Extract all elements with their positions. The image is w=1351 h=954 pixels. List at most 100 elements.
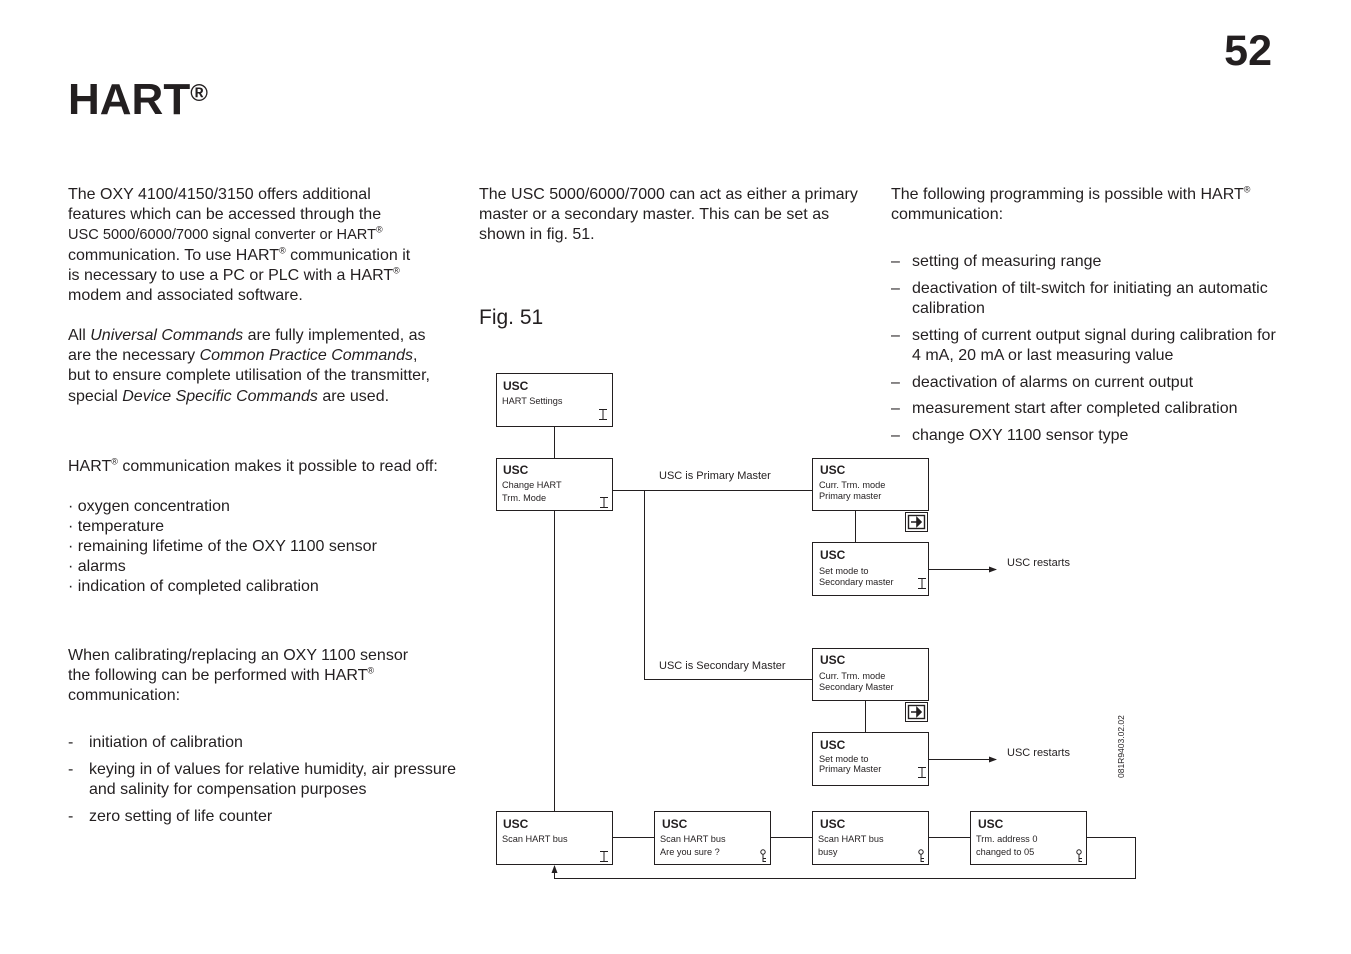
- box-scan-bus: USC Scan HART bus: [496, 811, 613, 865]
- restart-label: USC restarts: [1007, 557, 1070, 569]
- dash-mark: -: [68, 734, 74, 751]
- dash-mark: –: [891, 253, 900, 270]
- box-scan-busy: USC Scan HART bus busy: [812, 811, 929, 865]
- box-line: Primary Master: [819, 764, 881, 774]
- return-arrow: [551, 837, 1136, 879]
- box-frame: [970, 811, 1087, 865]
- box-line: Primary master: [819, 491, 881, 501]
- dash-mark: –: [891, 426, 900, 444]
- dash-mark: –: [891, 279, 900, 297]
- master-paragraph: The USC 5000/6000/7000 can act as either…: [479, 185, 879, 246]
- box-line: changed to 05: [976, 847, 1034, 857]
- dash-mark: –: [891, 400, 900, 418]
- list-item: · remaining lifetime of the OXY 1100 sen…: [68, 538, 377, 555]
- device-specific-commands: Device Specific Commands: [122, 387, 318, 405]
- readoff-text: HART: [68, 458, 112, 475]
- figure-label: Fig. 51: [479, 306, 544, 329]
- registered-mark: ®: [1243, 184, 1251, 195]
- box-scan-confirm: USC Scan HART bus Are you sure ?: [654, 811, 771, 865]
- box-line: Secondary Master: [819, 682, 894, 692]
- item-text: change OXY 1100 sensor type: [912, 426, 1129, 444]
- intro-line: The OXY 4100/4150/3150 offers additional: [68, 186, 371, 203]
- box-frame: [496, 458, 613, 511]
- box-title: USC: [820, 463, 846, 477]
- intro-paragraph: The OXY 4100/4150/3150 offers additional…: [68, 185, 468, 306]
- programming-intro: The following programming is possible wi…: [891, 185, 1291, 225]
- box-frame: [812, 648, 929, 701]
- box-line: Curr. Trm. mode: [819, 671, 885, 681]
- intro-line: modem and associated software.: [68, 287, 303, 305]
- box-line: Trm. address 0: [976, 834, 1037, 844]
- box-line: Scan HART bus: [660, 834, 726, 844]
- cursor-icon: [600, 497, 608, 508]
- page-number: 52: [1224, 27, 1272, 75]
- readoff-heading: HART® communication makes it possible to…: [68, 457, 488, 477]
- box-frame: [812, 458, 929, 511]
- box-title: USC: [978, 817, 1004, 831]
- box-frame: [812, 542, 929, 596]
- registered-mark: ®: [376, 225, 383, 236]
- list-item: -zero setting of life counter: [68, 807, 458, 827]
- dash-mark: –: [891, 326, 900, 344]
- box-line: busy: [818, 847, 838, 857]
- list-item: –deactivation of alarms on current outpu…: [891, 373, 1276, 393]
- page-title: HART®: [68, 74, 208, 126]
- intro-line: features which can be accessed through t…: [68, 206, 382, 224]
- box-set-secondary: USC Set mode to Secondary master: [812, 542, 929, 596]
- dash-mark: -: [68, 807, 74, 825]
- commands-text: All: [68, 327, 91, 344]
- box-frame: [654, 811, 771, 865]
- key-icon: [760, 849, 766, 862]
- item-text: setting of measuring range: [912, 253, 1102, 270]
- box-title: USC: [820, 653, 846, 667]
- programming-list: –setting of measuring range –deactivatio…: [891, 252, 1276, 453]
- box-title: USC: [820, 817, 846, 831]
- box-title: USC: [662, 817, 688, 831]
- dash-mark: –: [891, 373, 900, 391]
- box-frame: [496, 373, 613, 427]
- registered-mark: ®: [367, 665, 375, 676]
- list-item: -initiation of calibration: [68, 733, 458, 753]
- enter-key-icon: [905, 512, 928, 532]
- box-change-mode: USC Change HART Trm. Mode: [496, 458, 613, 511]
- box-hart-settings: USC HART Settings: [496, 373, 613, 427]
- list-item: · temperature: [68, 518, 165, 535]
- item-text: deactivation of tilt-switch for initiati…: [912, 279, 1268, 317]
- intro-line: communication. To use HART: [68, 246, 280, 264]
- cursor-icon: [600, 851, 608, 862]
- secondary-branch-label: USC is Secondary Master: [659, 660, 786, 672]
- registered-mark: ®: [190, 80, 208, 107]
- box-frame: [812, 732, 929, 786]
- item-text: deactivation of alarms on current output: [912, 373, 1194, 391]
- commands-text: are the necessary: [68, 347, 200, 365]
- box-line: Are you sure ?: [660, 847, 720, 857]
- connector: [644, 490, 813, 680]
- box-trm-address: USC Trm. address 0 changed to 05: [970, 811, 1087, 865]
- commands-text: special: [68, 387, 123, 405]
- flow-connectors: [551, 427, 1136, 879]
- box-line: Set mode to: [819, 566, 869, 576]
- box-title: USC: [503, 379, 529, 393]
- calib-line: communication:: [68, 687, 181, 705]
- dash-mark: -: [68, 760, 74, 778]
- readoff-text: communication makes it possible to read …: [117, 458, 438, 475]
- registered-mark: ®: [111, 456, 118, 467]
- universal-commands: Universal Commands: [90, 327, 244, 344]
- restart-label: USC restarts: [1007, 747, 1070, 759]
- box-frame: [812, 811, 929, 865]
- cursor-icon: [918, 578, 926, 589]
- box-current-secondary: USC Curr. Trm. mode Secondary Master: [812, 648, 929, 701]
- list-item: –deactivation of tilt-switch for initiat…: [891, 279, 1276, 319]
- calibration-list: -initiation of calibration -keying in of…: [68, 733, 458, 833]
- commands-text: are fully implemented, as: [243, 327, 426, 344]
- master-line: shown in fig. 51.: [479, 226, 595, 244]
- intro-line: USC 5000/6000/7000 signal converter or H…: [68, 227, 376, 244]
- cursor-icon: [918, 767, 926, 778]
- item-text: measurement start after completed calibr…: [912, 400, 1238, 418]
- common-practice-commands: Common Practice Commands: [199, 347, 414, 365]
- calibration-paragraph: When calibrating/replacing an OXY 1100 s…: [68, 646, 468, 707]
- box-current-primary: USC Curr. Trm. mode Primary master: [812, 458, 929, 511]
- programming-text: communication:: [891, 206, 1004, 224]
- commands-text: but to ensure complete utilisation of th…: [68, 367, 430, 385]
- item-text: zero setting of life counter: [89, 807, 273, 825]
